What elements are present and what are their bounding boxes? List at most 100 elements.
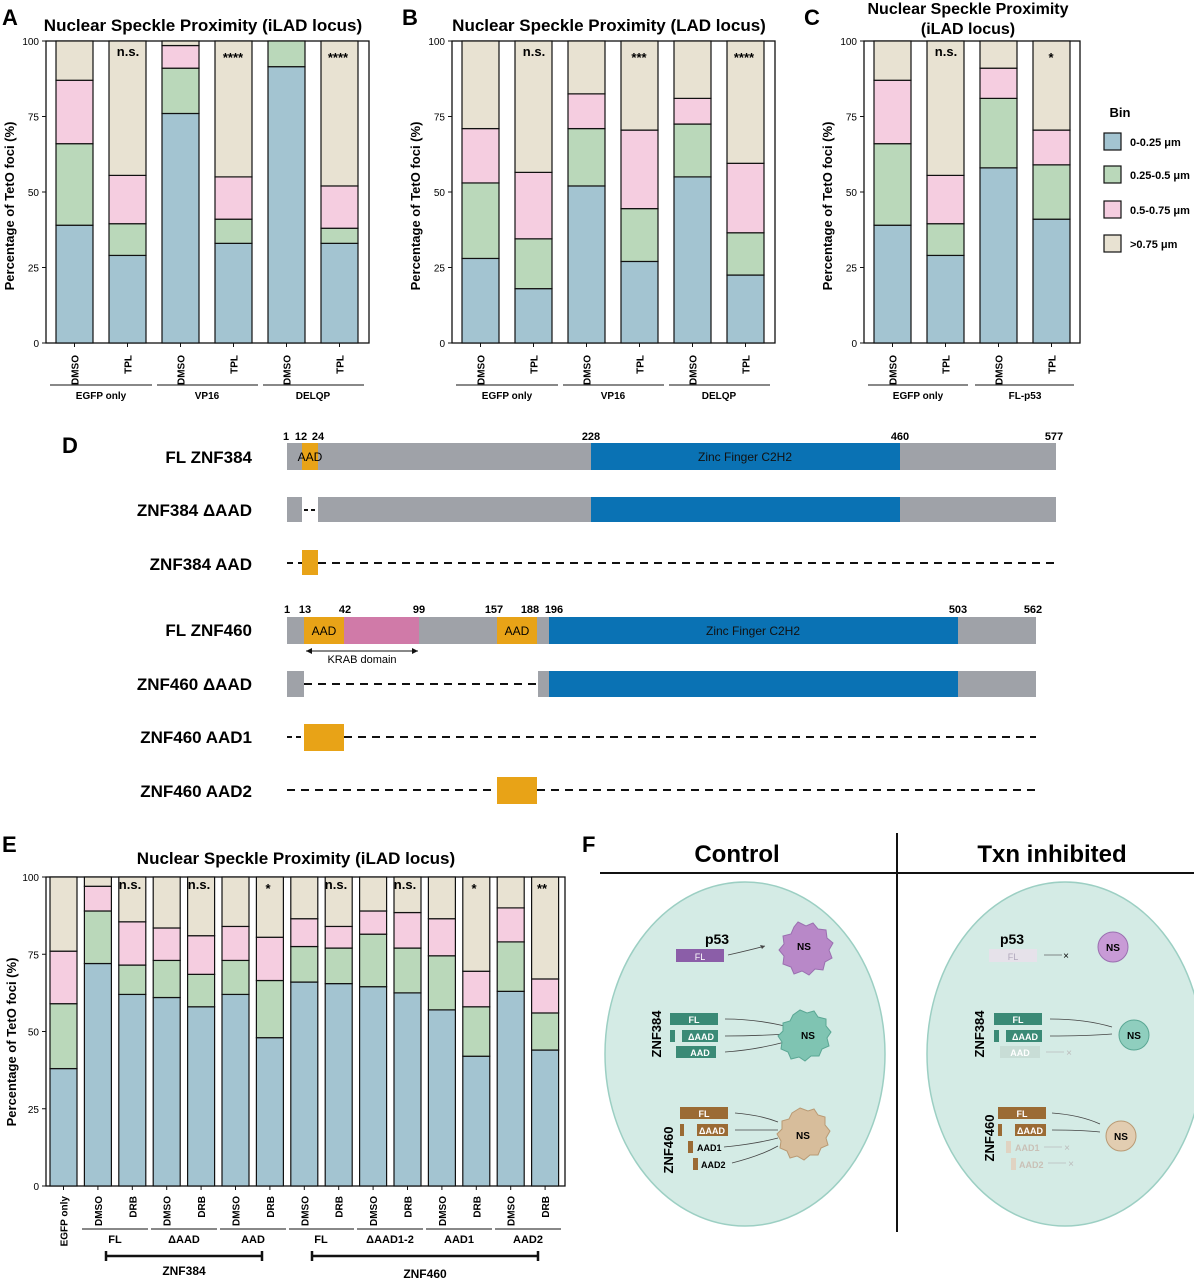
bar-segment <box>726 40 765 164</box>
bar-segment <box>1032 129 1071 166</box>
construct-tag: ΔAAD <box>1012 1032 1038 1042</box>
p53-construct-faded <box>989 949 1037 962</box>
bar-segment <box>108 40 147 176</box>
bar-segment <box>55 224 94 344</box>
residue-tick: 1 <box>283 431 289 443</box>
supergroup-label: ZNF460 <box>403 1267 447 1280</box>
column-title-control: Control <box>694 841 779 868</box>
x-tick-label: TPL <box>636 355 647 374</box>
block-mark-icon: × <box>1066 1048 1072 1059</box>
bar-segment <box>979 40 1018 69</box>
bar-segment <box>187 935 216 975</box>
aad-domain <box>497 777 537 804</box>
bar-segment <box>393 911 422 949</box>
construct-tag: AAD <box>690 1048 710 1058</box>
bar-segment <box>108 223 147 257</box>
bar-segment <box>726 274 765 344</box>
bar-segment <box>462 1006 491 1057</box>
construct-label: ZNF460 AAD2 <box>140 782 252 801</box>
znf384-fl-construct <box>994 1013 1042 1025</box>
bar-segment <box>255 936 284 982</box>
sig-label: n.s. <box>119 877 141 892</box>
legend-label: 0.25-0.5 μm <box>1130 170 1190 182</box>
bar-segment <box>979 167 1018 344</box>
construct-tag: AAD <box>1010 1048 1030 1058</box>
bar-segment <box>427 918 456 957</box>
bar-segment <box>496 941 525 992</box>
nucleus <box>604 881 886 1227</box>
panel-e-ylabel: Percentage of TetO foci (%) <box>4 958 19 1127</box>
bar-segment <box>290 981 319 1187</box>
bar-segment <box>267 40 306 68</box>
zinc-finger-domain <box>549 671 958 697</box>
bar-segment <box>255 1037 284 1187</box>
zinc-finger-label: Zinc Finger C2H2 <box>698 450 792 464</box>
bar-segment <box>320 242 359 344</box>
nuclear-speckle <box>777 1009 832 1062</box>
y-tick-label: 25 <box>846 264 858 275</box>
panel-d: D FL ZNF384 1 12 24 228 460 577 AAD Zinc… <box>62 431 1063 804</box>
panel-b: B Nuclear Speckle Proximity (LAD locus) … <box>402 5 776 402</box>
group-label: AAD1 <box>444 1234 474 1246</box>
construct-tag: FL <box>695 952 706 962</box>
panel-e: E Nuclear Speckle Proximity (iLAD locus)… <box>2 832 566 1280</box>
bar-segment <box>926 40 965 176</box>
znf460-aad1-construct <box>688 1141 693 1153</box>
bar-segment <box>514 171 553 240</box>
x-tick-label: TPL <box>1048 355 1059 374</box>
bar-segment <box>49 876 78 952</box>
bar-segment <box>427 876 456 920</box>
sig-label: ** <box>537 881 548 896</box>
bar-segment <box>55 40 94 81</box>
x-tick-label: DRB <box>404 1196 415 1218</box>
arrow <box>1051 1112 1101 1125</box>
panel-letter-d: D <box>62 433 78 458</box>
arrow <box>731 1145 779 1164</box>
protein-backbone <box>318 497 591 522</box>
zinc-finger-domain <box>549 617 958 644</box>
bar-segment <box>393 992 422 1187</box>
ns-label: NS <box>1127 1031 1141 1042</box>
x-tick-label: DMSO <box>438 1196 449 1226</box>
bar-segment <box>161 67 200 115</box>
residue-tick: 188 <box>521 604 539 616</box>
bar-segment <box>359 933 388 988</box>
bar-segment <box>161 40 200 47</box>
bar-segment <box>214 176 253 220</box>
bar-segment <box>567 93 606 130</box>
arrowhead <box>760 945 765 949</box>
bar-segment <box>214 242 253 344</box>
construct-tag: ΔAAD <box>688 1032 714 1042</box>
arrow <box>724 1041 786 1053</box>
y-tick-label: 25 <box>28 1105 40 1116</box>
group-label: AAD <box>241 1234 265 1246</box>
bar-segment <box>514 40 553 173</box>
bar-segment <box>620 260 659 344</box>
znf460-label: ZNF460 <box>982 1115 997 1162</box>
bar-segment <box>567 185 606 344</box>
residue-tick: 24 <box>312 431 325 443</box>
krab-domain <box>344 617 419 644</box>
panel-b-title: Nuclear Speckle Proximity (LAD locus) <box>452 16 766 35</box>
bar-segment <box>567 40 606 95</box>
znf384-daad-construct <box>994 1030 999 1042</box>
bar-segment <box>496 907 525 943</box>
y-tick-label: 100 <box>840 37 857 48</box>
y-tick-label: 0 <box>33 339 39 350</box>
residue-tick: 12 <box>295 431 307 443</box>
x-tick-label: DRB <box>266 1196 277 1218</box>
y-tick-label: 75 <box>28 950 40 961</box>
x-tick-label: DMSO <box>177 355 188 385</box>
x-tick-label: DMSO <box>689 355 700 385</box>
bar-segment <box>221 876 250 928</box>
bar-segment <box>49 1067 78 1187</box>
supergroup-label: ZNF384 <box>162 1264 206 1278</box>
protein-backbone <box>900 497 1056 522</box>
zinc-finger-label: Zinc Finger C2H2 <box>706 624 800 638</box>
sig-label: **** <box>328 50 349 65</box>
y-tick-label: 50 <box>434 188 446 199</box>
nuclear-speckle <box>1097 931 1129 963</box>
construct-tag: FL <box>699 1109 710 1119</box>
